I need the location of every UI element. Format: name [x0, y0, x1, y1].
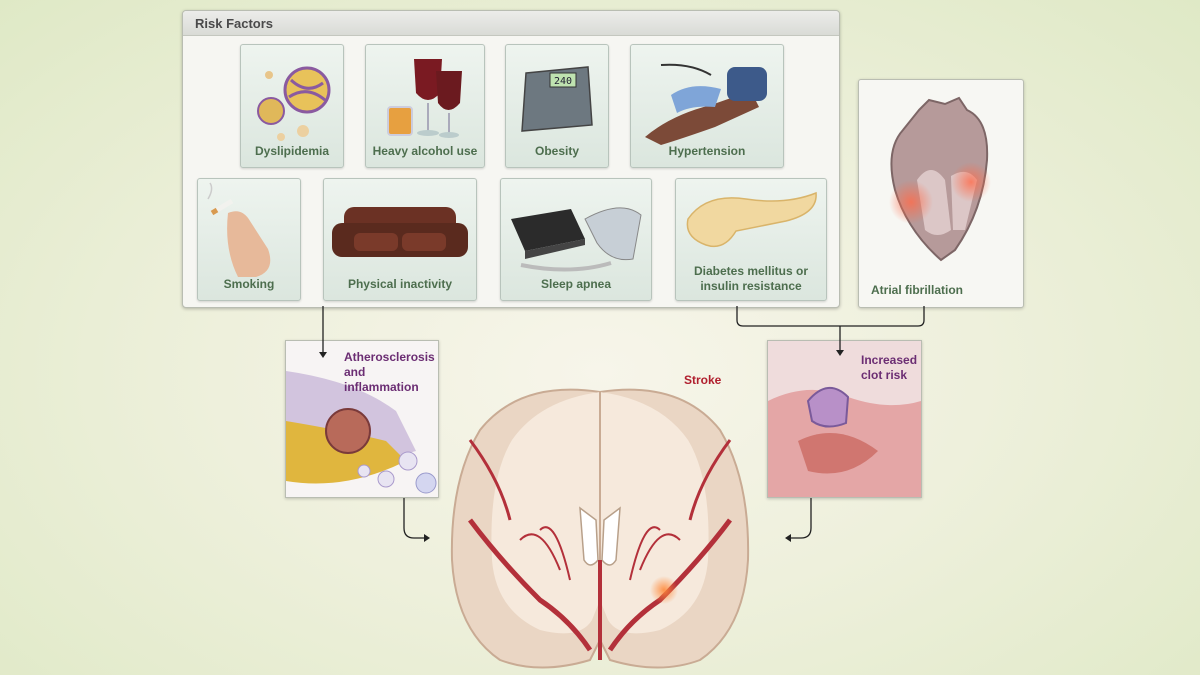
tile-label: Physical inactivity: [347, 277, 453, 291]
stroke-label: Stroke: [684, 373, 722, 387]
tile-label: Diabetes mellitus or insulin resistance: [676, 264, 826, 294]
clot-risk-box: Increased clot risk: [767, 340, 922, 498]
heart-chamber-icon: [768, 341, 921, 497]
tile-dyslipidemia: Dyslipidemia: [240, 44, 344, 168]
tile-hypertension: Hypertension: [630, 44, 784, 168]
atherosclerosis-line2: and inflammation: [344, 365, 419, 394]
cpap-machine-icon: [511, 207, 642, 272]
heart-icon: [889, 96, 991, 262]
tile-diabetes: Diabetes mellitus or insulin resistance: [675, 178, 827, 301]
arrow-down-icon: [836, 350, 844, 356]
pancreas-icon: [686, 191, 817, 248]
blood-pressure-cuff-icon: [645, 63, 767, 145]
arrow-right-icon: [424, 534, 430, 542]
atherosclerosis-line1: Atherosclerosis: [344, 350, 435, 364]
hand-with-cigarette-icon: [207, 182, 271, 277]
atrial-fibrillation-panel: Atrial fibrillation: [858, 79, 1024, 308]
tile-label-line2: insulin resistance: [700, 279, 802, 293]
atrial-fibrillation-label: Atrial fibrillation: [871, 283, 964, 297]
clot-risk-line1: Increased: [861, 353, 918, 367]
arrow-left-icon: [785, 534, 791, 542]
clot-risk-line2: clot risk: [861, 368, 908, 382]
tile-physical-inactivity: Physical inactivity: [323, 178, 477, 301]
wine-glasses-icon: [387, 59, 462, 138]
couch-icon: [332, 207, 468, 257]
tile-label: Dyslipidemia: [254, 144, 330, 158]
lipid-particles-icon: [257, 66, 331, 141]
tile-heavy-alcohol-use: Heavy alcohol use: [365, 44, 485, 168]
tile-label-line1: Diabetes mellitus or: [693, 264, 809, 278]
scale-display: 240: [554, 76, 572, 87]
clot-risk-label: Increased clot risk: [861, 353, 917, 383]
tile-sleep-apnea: Sleep apnea: [500, 178, 652, 301]
tile-obesity: 240 Obesity: [505, 44, 609, 168]
tile-label: Hypertension: [668, 144, 746, 158]
atherosclerosis-label: Atherosclerosis and inflammation: [344, 350, 438, 395]
risk-factors-title: Risk Factors: [195, 16, 274, 31]
tile-label: Sleep apnea: [540, 277, 612, 291]
arrow-down-icon: [319, 352, 327, 358]
panel-header: Risk Factors: [183, 11, 839, 36]
tile-smoking: Smoking: [197, 178, 301, 301]
tile-label: Smoking: [223, 277, 275, 291]
atherosclerosis-box: Atherosclerosis and inflammation: [285, 340, 439, 498]
tile-label: Obesity: [534, 144, 579, 158]
tile-label: Heavy alcohol use: [372, 144, 478, 158]
bathroom-scale-icon: 240: [521, 66, 593, 132]
artery-plaque-icon: [286, 371, 437, 494]
